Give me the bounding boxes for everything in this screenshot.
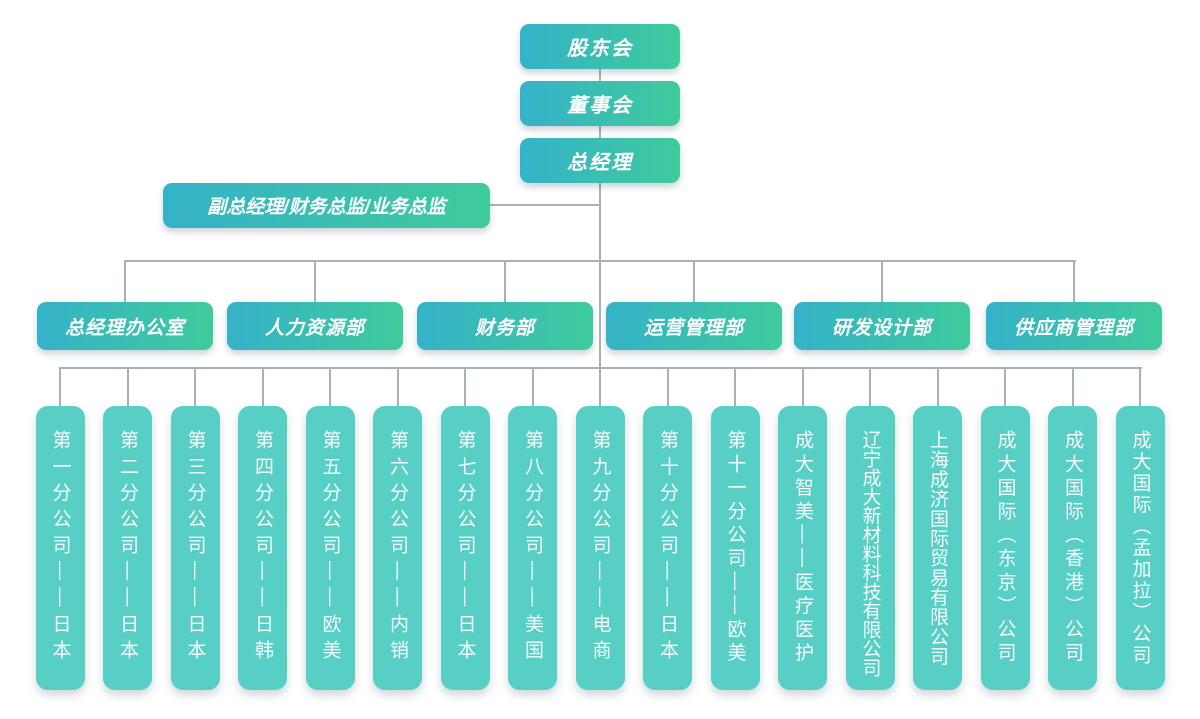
department-node: 总经理办公室 [37,302,213,350]
connector-subsidiary-drop [734,367,736,406]
connector-dept-drop [124,260,126,302]
subsidiary-node: 第九分公司——电商 [575,406,625,690]
subsidiary-node: 第十分公司——日本 [643,406,692,690]
connector-subsidiary-drop [464,367,466,406]
department-label: 研发设计部 [831,317,932,339]
department-node: 研发设计部 [794,302,970,350]
department-label: 供应商管理部 [1013,317,1134,339]
connector-subsidiary-drop [666,367,669,406]
connector-dept-drop [693,260,695,302]
subsidiary-label: 第十一分公司——欧美 [724,430,746,666]
node-deputy-gm-cfo-business-director: 副总经理/财务总监/业务总监 [163,183,490,228]
node-shareholders-meeting: 股东会 [520,24,680,69]
connector-dept-drop [504,260,506,302]
subsidiary-node: 第八分公司——美国 [508,406,557,690]
subsidiary-node: 第一分公司——日本 [35,406,85,690]
connector-subsidiary-drop [194,367,196,406]
department-node: 运营管理部 [606,302,782,350]
connector-assistant-branch [490,204,600,206]
subsidiary-label: 成大国际（孟加拉）公司 [1129,430,1151,666]
subsidiary-label: 上海成济国际贸易有限公司 [927,430,948,666]
connector-trunk-segment-2 [599,126,601,139]
subsidiary-node: 第十一分公司——欧美 [710,406,760,690]
connector-subsidiary-drop [126,367,129,406]
subsidiary-node: 辽宁成大新材料科技有限公司 [845,406,895,690]
connector-subsidiary-drop [599,367,601,406]
connector-dept-drop [314,260,316,302]
connector-trunk-segment-1 [599,68,601,82]
connector-subsidiary-drop [329,367,331,406]
subsidiary-label: 第六分公司——内销 [387,430,408,666]
connector-dept-rail [124,260,1076,262]
connector-subsidiary-drop [396,367,399,406]
subsidiary-label: 第七分公司——日本 [454,430,476,666]
subsidiary-node: 第三分公司——日本 [170,406,220,690]
subsidiary-label: 成大国际（东京）公司 [994,430,1016,666]
subsidiary-label: 第十分公司——日本 [657,430,678,666]
subsidiary-label: 成大智美——医疗医护 [792,430,813,666]
subsidiary-label: 第九分公司——电商 [589,430,611,666]
connector-subsidiary-drop [1071,367,1074,406]
connector-subsidiary-drop [1139,367,1141,406]
department-node: 人力资源部 [227,302,403,350]
connector-subsidiary-drop [531,367,534,406]
department-label: 运营管理部 [643,317,744,339]
subsidiary-label: 第三分公司——日本 [184,430,206,666]
subsidiary-label: 第一分公司——日本 [49,430,71,666]
connector-dept-drop [881,260,883,302]
department-label: 财务部 [474,317,535,339]
subsidiary-node: 成大智美——医疗医护 [778,406,827,690]
subsidiary-label: 第二分公司——日本 [117,430,138,666]
node-label: 总经理 [567,152,633,174]
department-label: 总经理办公室 [64,317,185,339]
department-label: 人力资源部 [264,317,365,339]
subsidiary-node: 第二分公司——日本 [103,406,152,690]
subsidiary-label: 第八分公司——美国 [522,430,543,666]
subsidiary-node: 第五分公司——欧美 [305,406,355,690]
node-board-of-directors: 董事会 [520,81,680,126]
subsidiary-label: 第四分公司——日韩 [252,430,273,666]
department-node: 供应商管理部 [986,302,1162,350]
node-label: 董事会 [567,95,633,117]
department-node: 财务部 [417,302,593,350]
subsidiary-node: 成大国际（东京）公司 [980,406,1030,690]
subsidiary-node: 成大国际（孟加拉）公司 [1115,406,1165,690]
connector-subsidiary-drop [801,367,804,406]
connector-subsidiary-drop [1004,367,1006,406]
subsidiary-node: 第七分公司——日本 [440,406,490,690]
node-label: 股东会 [567,38,633,60]
subsidiary-node: 成大国际（香港）公司 [1048,406,1097,690]
subsidiary-node: 第四分公司——日韩 [238,406,287,690]
node-label: 副总经理/财务总监/业务总监 [207,197,446,218]
connector-subsidiary-drop [261,367,264,406]
subsidiary-node: 第六分公司——内销 [373,406,422,690]
connector-subsidiary-drop [59,367,61,406]
connector-subsidiary-drop [869,367,871,406]
subsidiary-label: 成大国际（香港）公司 [1062,430,1083,666]
node-general-manager: 总经理 [520,138,680,183]
subsidiary-label: 第五分公司——欧美 [319,430,341,666]
subsidiary-label: 辽宁成大新材料科技有限公司 [859,430,881,677]
connector-subsidiary-drop [936,367,939,406]
connector-trunk-main [599,183,601,369]
subsidiary-node: 上海成济国际贸易有限公司 [913,406,962,690]
connector-dept-drop [1073,260,1075,302]
